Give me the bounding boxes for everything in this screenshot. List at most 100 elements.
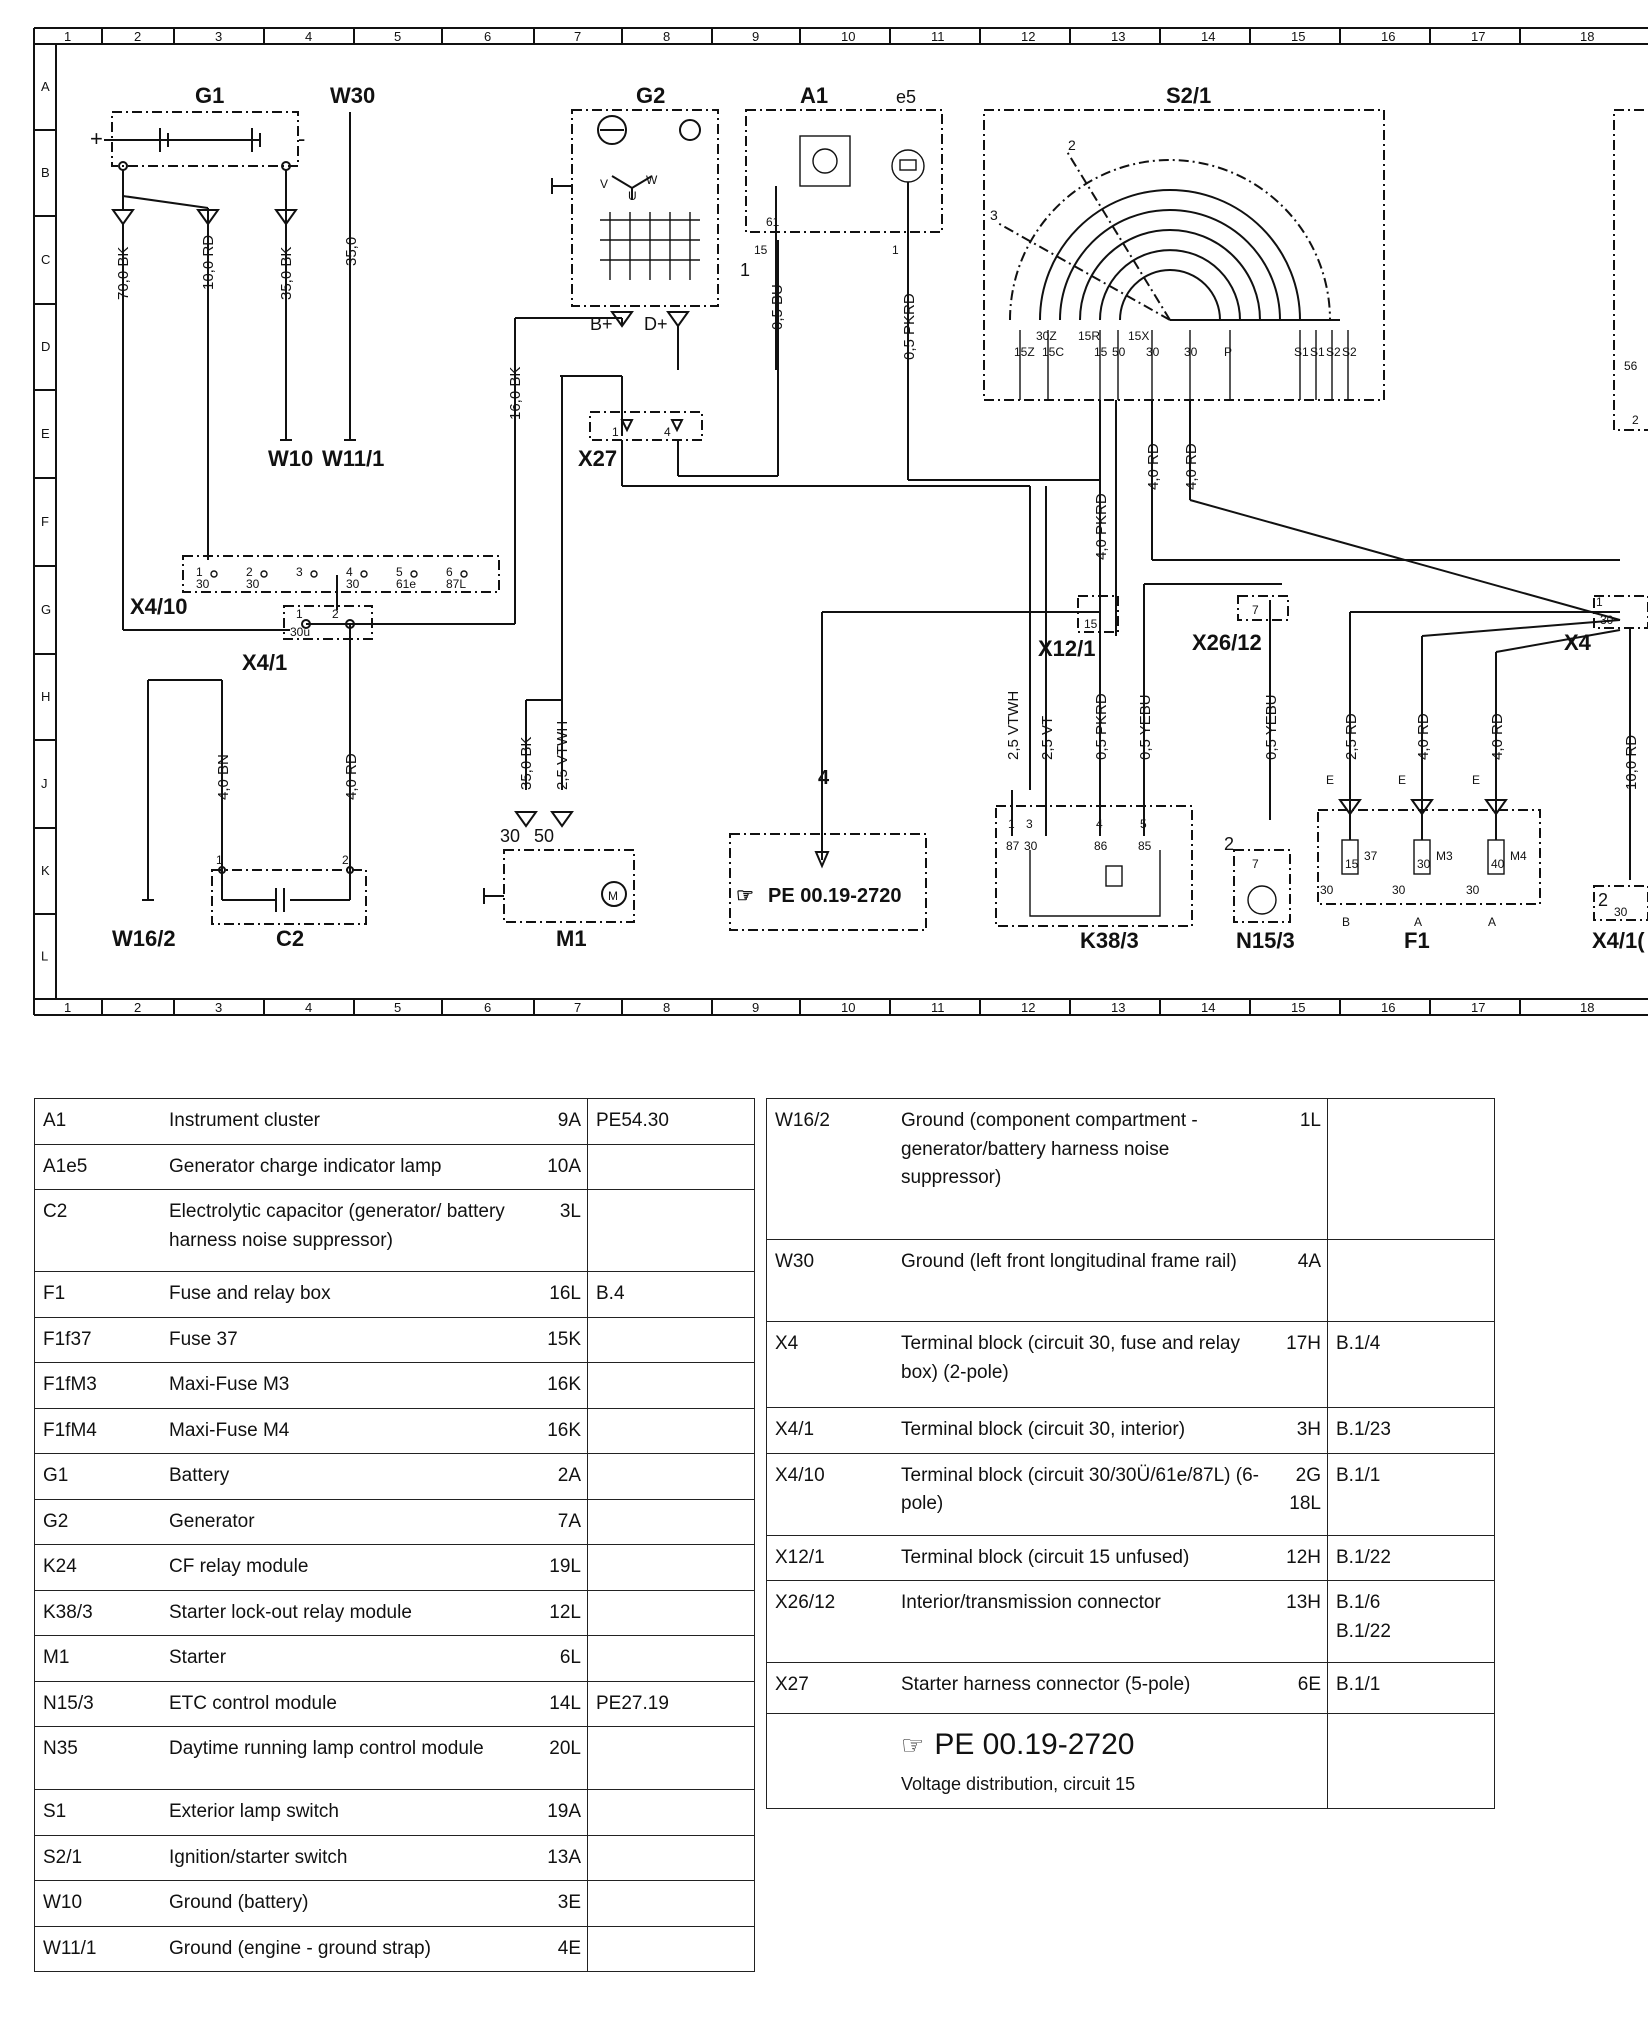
label-x4-10-right: X4/1( — [1592, 928, 1645, 953]
wire-label-17: 4,0 RD — [1415, 713, 1432, 760]
s2-1-terminal-upper: 15R — [1078, 329, 1100, 343]
fuse-letter: E — [1326, 773, 1334, 787]
label-w10: W10 — [268, 446, 313, 471]
generator-g2: G2 V U W B+ D+ — [551, 83, 719, 334]
grid-col-11: 11 — [931, 29, 945, 44]
legend-location: 3H — [1267, 1407, 1328, 1454]
legend-code: W11/1 — [34, 1925, 161, 1972]
legend-location: 17H — [1267, 1321, 1328, 1408]
grid-col-5: 5 — [394, 1000, 401, 1015]
svg-text:15: 15 — [1084, 617, 1098, 631]
legend-description: Ground (battery) — [161, 1880, 527, 1927]
fuse-rating: 30 — [1417, 857, 1431, 871]
label-x12-1: X12/1 — [1038, 636, 1096, 661]
grid-row-E: E — [41, 426, 50, 441]
svg-text:7: 7 — [1252, 857, 1259, 871]
crossref-text[interactable]: PE 00.19-2720 — [768, 885, 901, 907]
legend-description: Instrument cluster — [161, 1098, 527, 1145]
k38-pin-bottom: 86 — [1094, 839, 1108, 853]
grid-col-8: 8 — [663, 29, 670, 44]
instrument-cluster-a1: A1 e5 61 15 1 1 — [740, 83, 943, 480]
legend-location: 6E — [1267, 1662, 1328, 1714]
svg-text:D+: D+ — [644, 314, 668, 334]
legend-code: K38/3 — [34, 1589, 161, 1636]
wire-label-11: 2,5 VTWH — [1005, 691, 1022, 760]
grid-row-B: B — [41, 165, 50, 180]
grid-row-C: C — [41, 252, 50, 267]
svg-text:V: V — [600, 177, 608, 191]
svg-text:2: 2 — [1632, 413, 1639, 427]
wire-label-13: 0,5 PKRD — [1093, 693, 1110, 760]
legend-reference[interactable]: B.4 — [587, 1271, 755, 1318]
legend-reference — [587, 1726, 755, 1790]
legend-location: 3L — [527, 1189, 588, 1272]
legend-reference[interactable]: PE27.19 — [587, 1680, 755, 1727]
capacitor-c2: 1 2 — [211, 853, 367, 925]
wire-label-15: 0,5 YEBU — [1263, 694, 1280, 760]
legend-reference — [587, 1925, 755, 1972]
fuse-label: M3 — [1436, 849, 1453, 863]
legend-code: F1 — [34, 1271, 161, 1318]
legend-description: Terminal block (circuit 30/30Ü/61e/87L) … — [893, 1452, 1267, 1536]
k38-pin-bottom: 85 — [1138, 839, 1152, 853]
legend-code: K24 — [34, 1544, 161, 1591]
legend-reference — [587, 1589, 755, 1636]
legend-reference[interactable]: B.1/1 — [1327, 1452, 1495, 1536]
legend-description: Fuse and relay box — [161, 1271, 527, 1318]
fuse-letter-bottom: B — [1342, 915, 1350, 929]
legend-code: X4 — [766, 1321, 893, 1408]
svg-text:15: 15 — [754, 243, 768, 257]
legend-description: Maxi-Fuse M4 — [161, 1407, 527, 1454]
legend-description: Generator — [161, 1498, 527, 1545]
grid-col-2: 2 — [134, 1000, 141, 1015]
wire-label-6: 0,5 BU — [769, 284, 786, 330]
crossref-pe-box[interactable]: ☞ PE 00.19-2720 — [729, 833, 927, 931]
wire-label-20: 4,0 BN — [215, 754, 232, 800]
legend-reference[interactable]: B.1/23 — [1327, 1407, 1495, 1454]
legend-description: Battery — [161, 1453, 527, 1500]
legend-description: CF relay module — [161, 1544, 527, 1591]
label-g1: G1 — [195, 83, 224, 108]
legend-reference — [587, 1189, 755, 1272]
label-n15-3: N15/3 — [1236, 928, 1295, 953]
legend-location: 16K — [527, 1407, 588, 1454]
legend-reference — [587, 1498, 755, 1545]
x4-10-pin-6: 6 — [446, 565, 453, 579]
legend-code: N35 — [34, 1726, 161, 1790]
legend-reference — [587, 1789, 755, 1836]
legend-reference[interactable]: PE54.30 — [587, 1098, 755, 1145]
label-c2: C2 — [276, 926, 304, 951]
legend-code: W30 — [766, 1239, 893, 1322]
legend-location: 1L — [1267, 1098, 1328, 1240]
fuse-30: 30 — [1392, 883, 1406, 897]
pe-reference[interactable]: ☞PE 00.19-2720 — [901, 1728, 1135, 1761]
etc-module-n15-3: 7 2 — [1224, 834, 1291, 923]
x4-10-pin-4: 4 — [346, 565, 353, 579]
legend-description: Exterior lamp switch — [161, 1789, 527, 1836]
legend-reference[interactable]: B.1/6 B.1/22 — [1327, 1580, 1495, 1663]
legend-reference — [1327, 1239, 1495, 1322]
legend-location: 2G 18L — [1267, 1452, 1328, 1536]
svg-text:3: 3 — [990, 207, 998, 223]
legend-reference[interactable]: B.1/4 — [1327, 1321, 1495, 1408]
grid-col-10: 10 — [841, 29, 855, 44]
legend-location: 4E — [527, 1925, 588, 1972]
grid-row-G: G — [41, 602, 51, 617]
legend-reference[interactable]: B.1/1 — [1327, 1662, 1495, 1714]
legend-reference — [587, 1453, 755, 1500]
grid-col-14: 14 — [1201, 1000, 1215, 1015]
legend-reference[interactable]: B.1/22 — [1327, 1534, 1495, 1581]
grid-row-D: D — [41, 339, 50, 354]
legend-description: ETC control module — [161, 1680, 527, 1727]
svg-text:56: 56 — [1624, 359, 1638, 373]
